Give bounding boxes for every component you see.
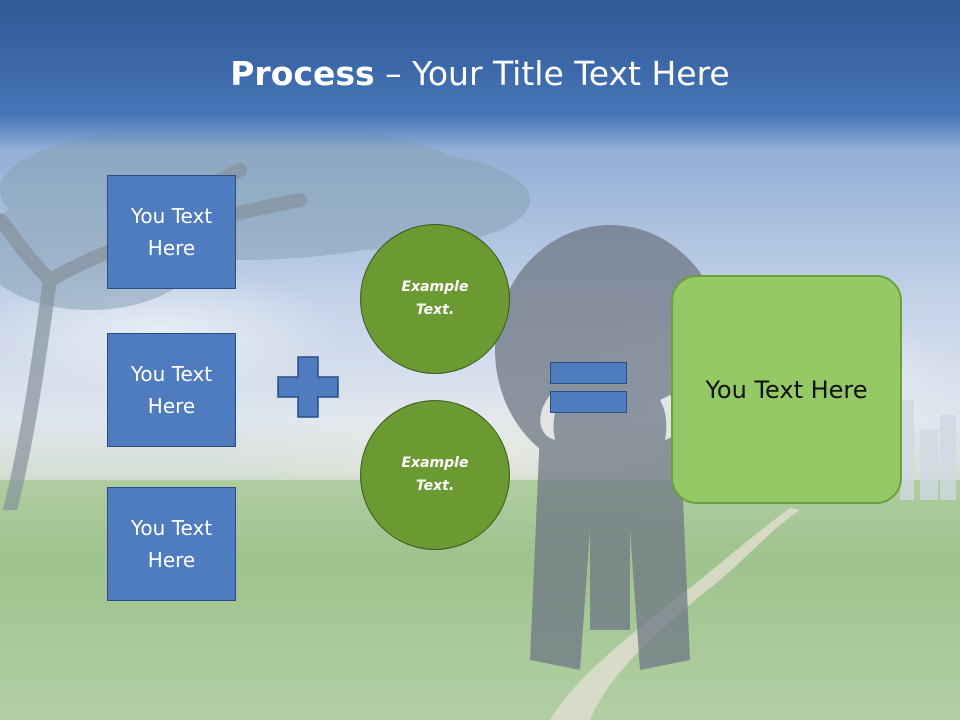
input-box-3[interactable]: You Text Here <box>107 487 236 601</box>
equals-icon-bottom-bar[interactable] <box>550 391 627 413</box>
result-box-label: You Text Here <box>705 375 868 404</box>
background-city-buildings <box>900 400 956 500</box>
title-bold-part: Process <box>230 54 375 93</box>
input-box-2-label: You Text Here <box>130 362 213 418</box>
example-circle-1-label: Example Text. <box>401 279 469 318</box>
input-box-1-label: You Text Here <box>130 204 213 260</box>
input-box-2[interactable]: You Text Here <box>107 333 236 447</box>
slide-title[interactable]: Process – Your Title Text Here <box>0 52 960 96</box>
equals-icon-top-bar[interactable] <box>550 362 627 384</box>
result-box[interactable]: You Text Here <box>671 275 902 504</box>
example-circle-2[interactable]: Example Text. <box>360 400 510 550</box>
example-circle-2-label: Example Text. <box>401 455 469 494</box>
example-circle-1[interactable]: Example Text. <box>360 224 510 374</box>
input-box-1[interactable]: You Text Here <box>107 175 236 289</box>
plus-icon[interactable] <box>277 356 339 418</box>
title-banner <box>0 0 960 150</box>
title-rest-part: – Your Title Text Here <box>374 54 730 93</box>
input-box-3-label: You Text Here <box>130 516 213 572</box>
